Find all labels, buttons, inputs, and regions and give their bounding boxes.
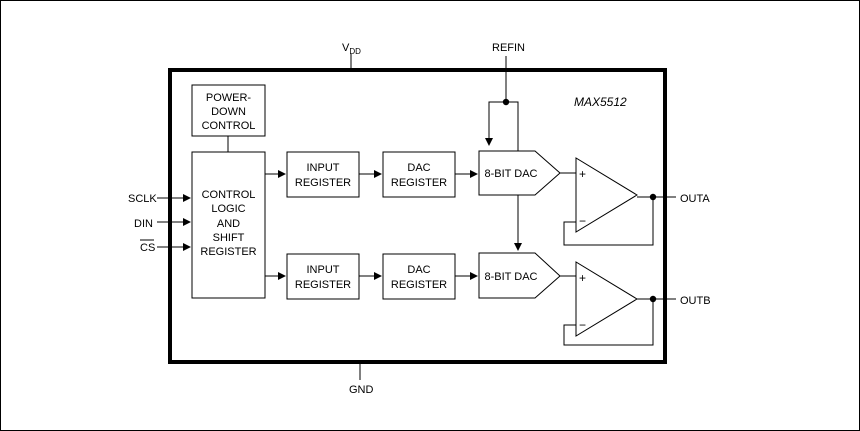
sclk-pin-label: SCLK — [128, 193, 157, 205]
amp-a-symbol — [575, 157, 638, 233]
dac-b-block — [478, 252, 561, 299]
outb-pin-label: OUTB — [680, 295, 711, 307]
input-register-b-line-2: REGISTER — [295, 279, 351, 291]
refin-to-dac-a-right-wire — [506, 101, 519, 151]
input-register-a-line-1: INPUT — [307, 162, 340, 174]
cs-pin-label: CS — [140, 242, 155, 254]
dac-register-a-line-2: REGISTER — [391, 177, 447, 189]
gnd-pin-label: GND — [349, 384, 374, 396]
vdd-pin-label: VDD — [342, 42, 361, 56]
control-logic-line-5: REGISTER — [200, 246, 256, 258]
outa-pin-label: OUTA — [680, 193, 710, 205]
control-logic-line-4: SHIFT — [213, 232, 245, 244]
refin-to-dac-a-wire — [485, 101, 506, 146]
amp-a-feedback-wire — [563, 197, 654, 246]
dac-a-block — [478, 150, 561, 196]
dac-register-a-line-1: DAC — [407, 162, 430, 174]
amp-b-plus-sign: + — [579, 271, 586, 285]
input-register-b-line-1: INPUT — [307, 264, 340, 276]
amp-b-symbol — [575, 261, 638, 337]
amp-a-plus-sign: + — [579, 167, 586, 181]
din-pin-label: DIN — [134, 218, 153, 230]
dac-a-label: 8-BIT DAC — [485, 168, 538, 180]
control-logic-line-1: CONTROL — [202, 189, 256, 201]
input-register-a-line-2: REGISTER — [295, 177, 351, 189]
chip-body — [168, 68, 667, 364]
amp-b-feedback-wire — [563, 299, 654, 346]
dac-b-label: 8-BIT DAC — [485, 271, 538, 283]
control-logic-block — [191, 151, 266, 299]
power-down-line-1: POWER- — [206, 92, 252, 104]
dac-register-a-block — [382, 151, 456, 198]
power-down-line-2: DOWN — [211, 106, 246, 118]
dac-register-b-line-1: DAC — [407, 264, 430, 276]
power-down-line-3: CONTROL — [202, 120, 256, 132]
part-number: MAX5512 — [574, 95, 627, 109]
input-register-b-block — [286, 253, 360, 300]
amp-a-minus-sign: − — [579, 214, 586, 228]
dac-register-b-block — [382, 253, 456, 300]
refin-pin-label: REFIN — [492, 42, 525, 54]
input-register-a-block — [286, 151, 360, 198]
amp-b-minus-sign: − — [579, 318, 586, 332]
control-logic-line-2: LOGIC — [211, 203, 245, 215]
dac-register-b-line-2: REGISTER — [391, 279, 447, 291]
control-logic-line-3: AND — [217, 218, 240, 230]
